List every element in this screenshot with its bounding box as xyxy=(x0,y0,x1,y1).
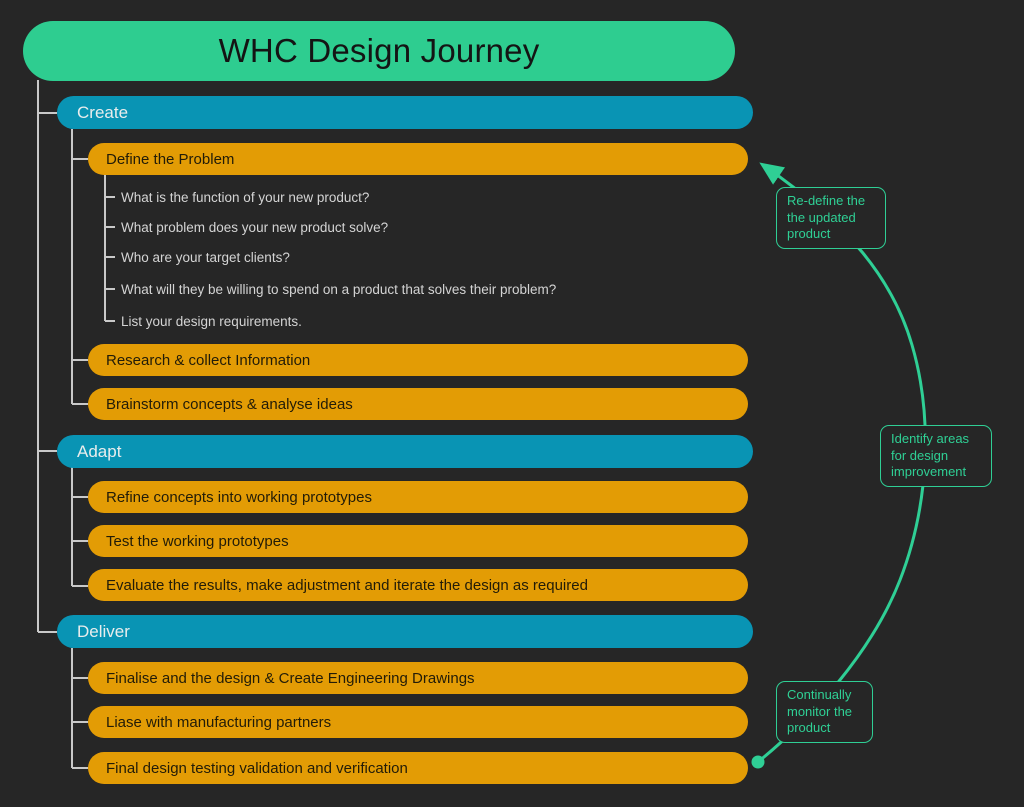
question-node-problem-solved[interactable]: What problem does your new product solve… xyxy=(121,219,389,235)
question-node-function[interactable]: What is the function of your new product… xyxy=(121,189,370,205)
question-node-target-clients[interactable]: Who are your target clients? xyxy=(121,249,290,265)
task-node-refine-concepts[interactable]: Refine concepts into working prototypes xyxy=(88,481,748,513)
section-node-create[interactable]: Create xyxy=(57,96,753,129)
task-node-finalise-design[interactable]: Finalise and the design & Create Enginee… xyxy=(88,662,748,694)
section-node-adapt[interactable]: Adapt xyxy=(57,435,753,468)
annotation-redefine-product[interactable]: Re-define the the updated product xyxy=(776,187,886,249)
question-node-design-requirements[interactable]: List your design requirements. xyxy=(121,313,302,329)
task-node-define-problem[interactable]: Define the Problem xyxy=(88,143,748,175)
question-node-willing-to-spend[interactable]: What will they be willing to spend on a … xyxy=(121,281,557,297)
annotation-identify-areas[interactable]: Identify areas for design improvement xyxy=(880,425,992,487)
connector-dot-icon xyxy=(751,755,765,769)
section-node-deliver[interactable]: Deliver xyxy=(57,615,753,648)
task-node-research[interactable]: Research & collect Information xyxy=(88,344,748,376)
annotation-monitor-product[interactable]: Continually monitor the product xyxy=(776,681,873,743)
task-node-final-testing[interactable]: Final design testing validation and veri… xyxy=(88,752,748,784)
task-node-liase-manufacturing[interactable]: Liase with manufacturing partners xyxy=(88,706,748,738)
task-node-evaluate-results[interactable]: Evaluate the results, make adjustment an… xyxy=(88,569,748,601)
tree-connector-lines xyxy=(37,80,115,769)
root-node[interactable]: WHC Design Journey xyxy=(23,21,735,81)
task-node-brainstorm[interactable]: Brainstorm concepts & analyse ideas xyxy=(88,388,748,420)
task-node-test-prototypes[interactable]: Test the working prototypes xyxy=(88,525,748,557)
